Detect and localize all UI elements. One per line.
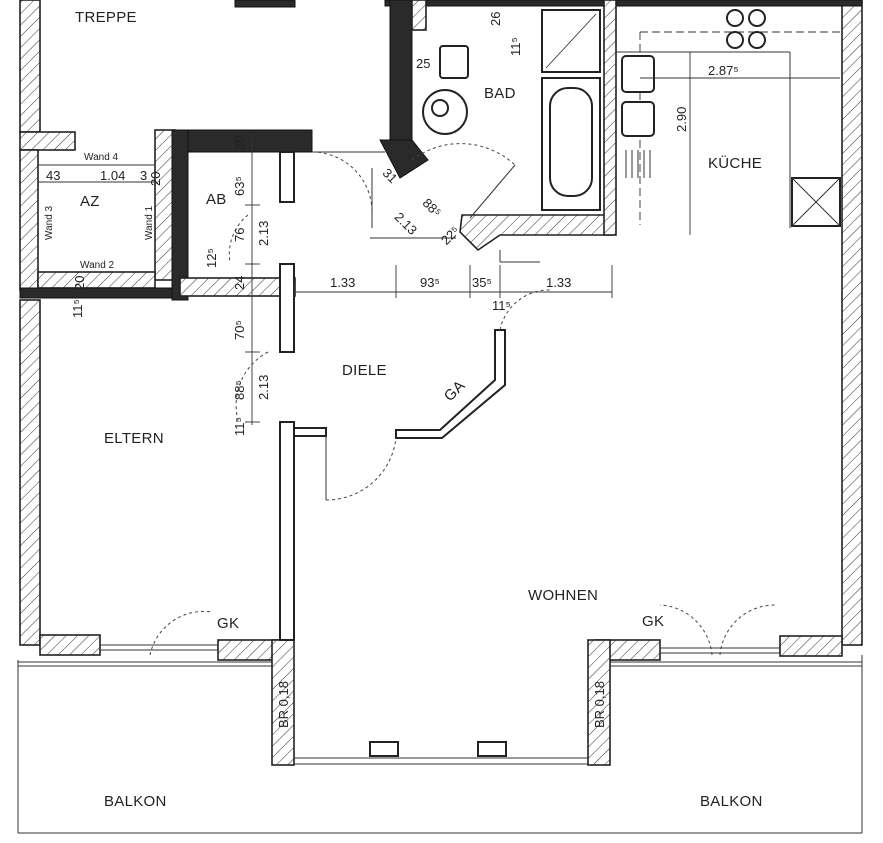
interior-walls xyxy=(279,263,506,641)
dim-below-row: 11⁵ xyxy=(492,298,511,313)
dim-ab-24: 24 xyxy=(232,276,247,290)
label-wand-3: Wand 3 xyxy=(44,205,55,240)
dim-kueche-depth: 2.90 xyxy=(674,107,689,132)
room-label-treppe: TREPPE xyxy=(75,9,137,26)
dim-diele-213: 2.13 xyxy=(256,375,271,400)
room-label-balkon-right: BALKON xyxy=(700,793,763,810)
dim-az-115: 11⁵ xyxy=(70,299,85,318)
room-label-kueche: KÜCHE xyxy=(708,154,762,172)
kitchen-fixtures xyxy=(616,9,841,228)
room-label-ab: AB xyxy=(206,191,227,208)
dim-bad-885: 88⁵ xyxy=(420,195,445,220)
dim-bad-115: 11⁵ xyxy=(508,37,523,56)
label-wand-4: Wand 4 xyxy=(84,152,119,163)
dim-bad-26: 26 xyxy=(488,12,503,26)
ab-walls xyxy=(171,129,313,301)
dim-row-133-right: 1.33 xyxy=(546,275,571,290)
dim-az-104: 1.04 xyxy=(100,168,125,183)
dim-row-935: 93⁵ xyxy=(420,275,440,290)
label-gk-right: GK xyxy=(642,613,664,630)
balcony-outline xyxy=(17,639,863,834)
label-br-right: BR 0,18 xyxy=(592,681,607,728)
dim-az-20b: 20 xyxy=(72,276,87,290)
room-label-diele: DIELE xyxy=(342,362,387,379)
dim-diele-115: 11⁵ xyxy=(232,417,247,436)
dim-ab-30: 30 xyxy=(232,136,247,150)
label-ga: GA xyxy=(441,377,469,405)
dim-row-133-left: 1.33 xyxy=(330,275,355,290)
label-br-left: BR 0,18 xyxy=(276,681,291,728)
door-swings xyxy=(149,143,776,656)
outer-walls xyxy=(19,0,863,661)
label-gk-left: GK xyxy=(217,615,239,632)
room-label-eltern: ELTERN xyxy=(104,430,164,447)
room-label-az: AZ xyxy=(80,193,100,210)
dim-az-43: 43 xyxy=(46,168,60,183)
dim-ab-635: 63⁵ xyxy=(232,176,247,196)
label-wand-1: Wand 1 xyxy=(144,205,155,240)
bad-walls xyxy=(312,0,617,252)
dim-diele-705: 70⁵ xyxy=(232,320,247,340)
dim-kueche-width: 2.87⁵ xyxy=(708,63,739,78)
dim-ab-125: 12⁵ xyxy=(204,248,219,268)
room-label-balkon-left: BALKON xyxy=(104,793,167,810)
dim-az-3: 3 xyxy=(140,168,147,183)
dim-ab-213: 2.13 xyxy=(256,221,271,246)
dim-diele-885: 88⁵ xyxy=(232,380,247,400)
dim-row-355: 35⁵ xyxy=(472,275,492,290)
room-label-bad: BAD xyxy=(484,85,516,102)
label-wand-2: Wand 2 xyxy=(80,260,115,271)
dim-bad-25: 25 xyxy=(416,56,430,71)
dim-bad-225: 22⁵ xyxy=(438,223,463,248)
dim-ab-76: 76 xyxy=(232,228,247,242)
az-walls xyxy=(19,129,181,299)
dim-az-20a: 20 xyxy=(148,172,163,186)
dim-bad-213: 2.13 xyxy=(392,209,421,238)
room-label-wohnen: WOHNEN xyxy=(528,587,598,604)
dimension-lines xyxy=(245,52,840,425)
